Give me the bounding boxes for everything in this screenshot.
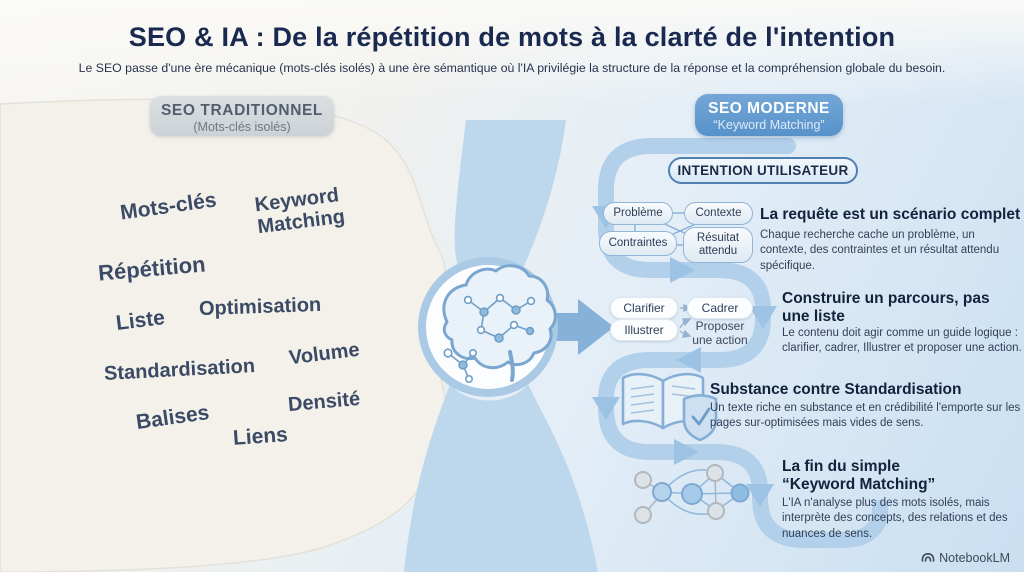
badge-seo-traditionnel: SEO TRADITIONNEL (Mots-clés isolés)	[150, 96, 334, 136]
step4-body: L'IA n'analyse plus des mots isolés, mai…	[782, 497, 1008, 540]
step1-node-probleme: Problème	[603, 202, 673, 225]
cloud-word-liens: Liens	[232, 423, 289, 450]
funnel-bottom	[404, 384, 598, 572]
arrow-right-icon	[670, 257, 695, 283]
step1-body: Chaque recherche cache un problème, un c…	[760, 229, 1000, 272]
arrow-down-icon	[592, 397, 620, 420]
step2-node-proposer-action: Proposer une action	[692, 319, 748, 347]
step1-node-resultat-attendu: Résuitat attendu	[683, 227, 753, 263]
book-shield-icon	[621, 372, 718, 442]
badge-subtitle: (Mots-clés isolés)	[193, 120, 291, 134]
page-title: SEO & IA : De la répétition de mots à la…	[128, 22, 896, 52]
cloud-word-optimisation: Optimisation	[198, 293, 322, 321]
step2-node-illustrer: Illustrer	[610, 319, 678, 341]
step1-node-contexte: Contexte	[684, 202, 753, 225]
funnel-top	[454, 120, 566, 283]
arrow-left-icon	[676, 347, 701, 373]
network-graph-icon	[634, 464, 750, 524]
check-icon	[691, 407, 711, 426]
badge-title: SEO TRADITIONNEL	[160, 102, 324, 119]
main-flow-arrow-icon	[552, 299, 614, 355]
step3-body: Un texte riche en substance et en crédib…	[710, 402, 1021, 430]
step2-heading: Construire un parcours, pas une liste	[782, 290, 990, 326]
header-band	[0, 0, 1024, 104]
step2-body: Le contenu doit agir comme un guide logi…	[782, 327, 1022, 355]
step4-heading: La fin du simple “Keyword Matching”	[782, 458, 936, 494]
step2-node-cadrer: Cadrer	[687, 297, 753, 319]
step3-heading: Substance contre Standardisation	[710, 381, 962, 398]
arrow-right-icon	[674, 439, 699, 465]
step1-heading: La requête est un scénario complet	[760, 206, 1021, 223]
badge-seo-moderne: SEO MODERNE “Keyword Matching”	[695, 94, 843, 136]
left-panel-blob	[0, 98, 447, 572]
notebooklm-logo-icon	[921, 552, 935, 562]
step2-connectors	[679, 303, 692, 338]
step2-node-clarifier: Clarifier	[610, 297, 678, 319]
arrow-down-icon	[746, 484, 774, 507]
step1-node-contraintes: Contraintes	[599, 231, 677, 256]
notebooklm-label: NotebookLM	[939, 551, 1010, 565]
page-subtitle: Le SEO passe d'une ère mécanique (mots-c…	[78, 61, 946, 75]
badge-title: SEO MODERNE	[708, 100, 830, 117]
intention-utilisateur-pill: INTENTION UTILISATEUR	[668, 157, 858, 184]
badge-subtitle: “Keyword Matching”	[713, 118, 825, 132]
arrow-down-icon	[749, 306, 777, 329]
notebooklm-brand: NotebookLM	[921, 551, 1010, 565]
brain-network-icon	[442, 264, 557, 383]
